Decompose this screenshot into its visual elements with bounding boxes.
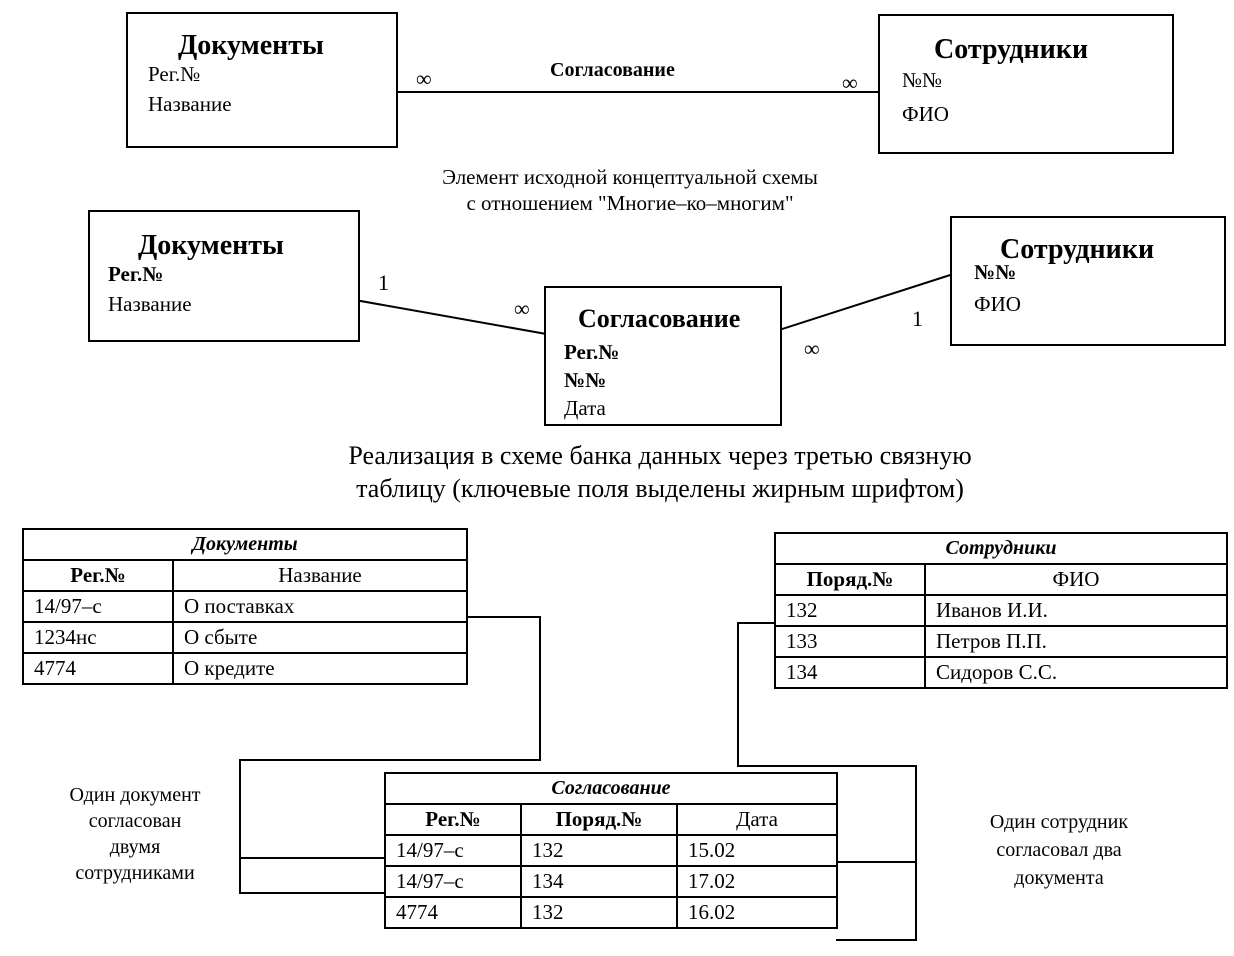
- table-cell: 132: [520, 834, 678, 867]
- table-cell: 14/97–с: [22, 590, 174, 623]
- entity-key-regno: Рег.№: [564, 340, 620, 364]
- right-note-line: Один сотрудник: [989, 811, 1129, 833]
- entity-field-name: Название: [148, 92, 232, 116]
- employees-table-title: Сотрудники: [774, 532, 1228, 563]
- column-header: Дата: [676, 803, 838, 836]
- documents-table-title: Документы: [22, 528, 468, 559]
- entity-key-nn: №№: [974, 260, 1017, 284]
- top-relation-label: Согласование: [550, 59, 675, 81]
- table-cell: 1234нс: [22, 621, 174, 654]
- middle-caption-line2: таблицу (ключевые поля выделены жирным ш…: [356, 473, 964, 503]
- table-cell: О кредите: [172, 652, 468, 685]
- table-cell: Петров П.П.: [924, 625, 1228, 658]
- entity-field-date: Дата: [564, 396, 606, 420]
- right-note: Один сотрудник согласовал два документа: [944, 808, 1174, 892]
- left-note: Один документ согласован двумя сотрудник…: [30, 782, 240, 886]
- table-cell: 17.02: [676, 865, 838, 898]
- left-note-line: согласован: [88, 810, 182, 832]
- approval-table-title: Согласование: [384, 772, 838, 803]
- entity-field-nn: №№: [902, 68, 943, 92]
- entity-title: Сотрудники: [934, 34, 1089, 65]
- table-header-row: Рег.№ Название: [22, 559, 468, 592]
- table-header-row: Рег.№ Поряд.№ Дата: [384, 803, 838, 836]
- table-cell: 4774: [384, 896, 522, 929]
- table-header-row: Поряд.№ ФИО: [774, 563, 1228, 596]
- left-note-line: сотрудниками: [75, 862, 195, 884]
- middle-link-entity: Согласование Рег.№ №№ Дата: [544, 286, 782, 426]
- documents-connector-2: [239, 858, 386, 894]
- table-cell: 134: [774, 656, 926, 689]
- column-header: Название: [172, 559, 468, 592]
- entity-title: Сотрудники: [1000, 234, 1155, 265]
- table-cell: 14/97–с: [384, 834, 522, 867]
- middle-right-many-cardinality: ∞: [804, 336, 820, 361]
- table-cell: 134: [520, 865, 678, 898]
- table-row: 14/97–с 134 17.02: [384, 865, 838, 898]
- column-header: Рег.№: [384, 803, 522, 836]
- entity-field-fio: ФИО: [902, 102, 949, 126]
- top-caption-line1: Элемент исходной концептуальной схемы: [442, 165, 818, 189]
- table-cell: О поставках: [172, 590, 468, 623]
- middle-right-one-cardinality: 1: [912, 306, 923, 331]
- entity-key-regno: Рег.№: [108, 262, 164, 286]
- entity-title: Согласование: [578, 304, 741, 333]
- table-row: 14/97–с О поставках: [22, 590, 468, 623]
- table-row: 1234нс О сбыте: [22, 621, 468, 654]
- employees-connector-2: [836, 862, 917, 941]
- entity-field-regno: Рег.№: [148, 62, 201, 86]
- entity-title: Документы: [138, 230, 284, 261]
- entity-field-name: Название: [108, 292, 192, 316]
- column-header: Рег.№: [22, 559, 174, 592]
- entity-key-nn: №№: [564, 368, 607, 392]
- right-note-line: согласовал два: [996, 839, 1122, 861]
- table-row: 134 Сидоров С.С.: [774, 656, 1228, 689]
- table-row: 132 Иванов И.И.: [774, 594, 1228, 627]
- column-header: Поряд.№: [774, 563, 926, 596]
- table-row: 133 Петров П.П.: [774, 625, 1228, 658]
- table-cell: 132: [774, 594, 926, 627]
- table-cell: Сидоров С.С.: [924, 656, 1228, 689]
- approval-table: Согласование Рег.№ Поряд.№ Дата 14/97–с …: [384, 772, 838, 929]
- top-right-cardinality: ∞: [842, 70, 858, 95]
- table-cell: 15.02: [676, 834, 838, 867]
- table-cell: 133: [774, 625, 926, 658]
- middle-caption-line1: Реализация в схеме банка данных через тр…: [348, 441, 972, 470]
- table-cell: 132: [520, 896, 678, 929]
- table-row: 14/97–с 132 15.02: [384, 834, 838, 867]
- middle-caption: Реализация в схеме банка данных через тр…: [200, 440, 1120, 505]
- table-cell: 4774: [22, 652, 174, 685]
- top-employees-entity: Сотрудники №№ ФИО: [878, 14, 1174, 154]
- top-left-cardinality: ∞: [416, 66, 432, 91]
- left-note-line: Один документ: [69, 784, 201, 806]
- middle-employees-entity: Сотрудники №№ ФИО: [950, 216, 1226, 346]
- documents-table: Документы Рег.№ Название 14/97–с О поста…: [22, 528, 468, 685]
- middle-documents-entity: Документы Рег.№ Название: [88, 210, 360, 342]
- table-cell: О сбыте: [172, 621, 468, 654]
- left-note-line: двумя: [109, 836, 161, 858]
- table-cell: 16.02: [676, 896, 838, 929]
- table-cell: 14/97–с: [384, 865, 522, 898]
- right-note-line: документа: [1014, 867, 1104, 889]
- entity-field-fio: ФИО: [974, 292, 1021, 316]
- top-documents-entity: Документы Рег.№ Название: [126, 12, 398, 148]
- top-caption-line2: с отношением "Многие–ко–многим": [466, 191, 794, 216]
- column-header: ФИО: [924, 563, 1228, 596]
- table-cell: Иванов И.И.: [924, 594, 1228, 627]
- column-header: Поряд.№: [520, 803, 678, 836]
- table-row: 4774 132 16.02: [384, 896, 838, 929]
- entity-title: Документы: [178, 30, 324, 61]
- employees-table: Сотрудники Поряд.№ ФИО 132 Иванов И.И. 1…: [774, 532, 1228, 689]
- middle-left-many-cardinality: ∞: [514, 296, 530, 321]
- top-caption: Элемент исходной концептуальной схемы с …: [340, 164, 920, 217]
- table-row: 4774 О кредите: [22, 652, 468, 685]
- middle-left-one-cardinality: 1: [378, 270, 389, 295]
